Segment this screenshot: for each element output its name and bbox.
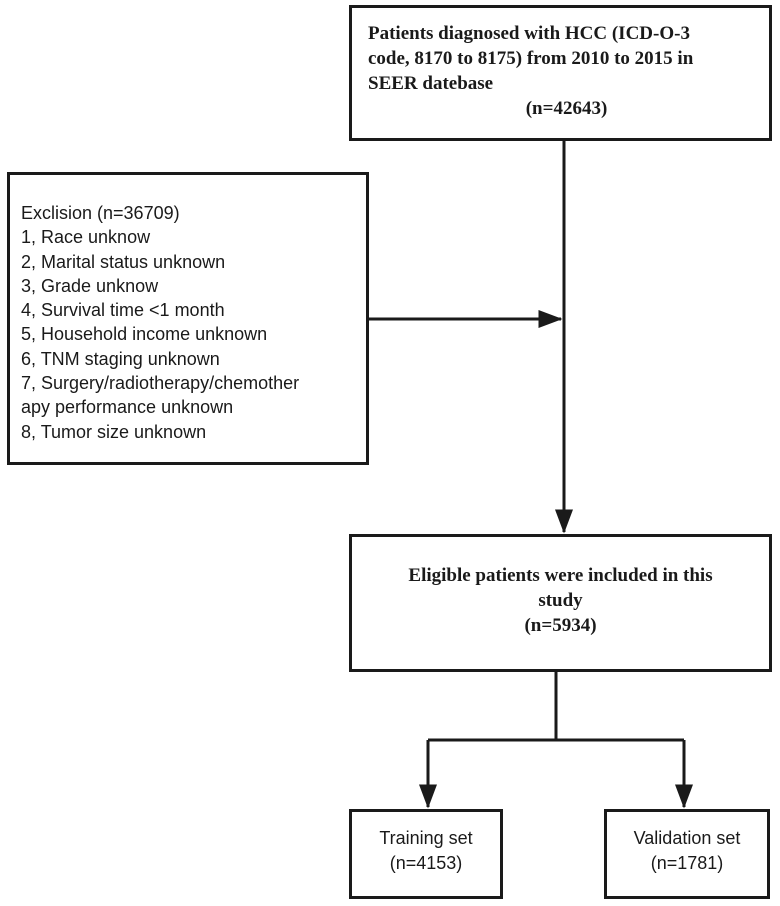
eligible-text-line: Eligible patients were included in this bbox=[408, 565, 713, 586]
training-label: Training set bbox=[379, 828, 473, 848]
exclusion-item: 1, Race unknow bbox=[21, 227, 151, 248]
source-text-line: Patients diagnosed with HCC (ICD-O-3 bbox=[368, 23, 690, 44]
training-count: (n=4153) bbox=[389, 853, 463, 873]
exclusion-item: 7, Surgery/radiotherapy/chemother bbox=[21, 373, 300, 394]
exclusion-item: 5, Household income unknown bbox=[21, 324, 268, 345]
source-text-line: code, 8170 to 8175) from 2010 to 2015 in bbox=[368, 48, 694, 69]
exclusion-item: 3, Grade unknow bbox=[21, 275, 159, 296]
source-text-line: SEER datebase bbox=[368, 73, 494, 94]
validation-label: Validation set bbox=[633, 828, 741, 848]
exclusion-item: 2, Marital status unknown bbox=[21, 251, 226, 272]
validation-count: (n=1781) bbox=[650, 853, 724, 873]
exclusion-item: 6, TNM staging unknown bbox=[21, 348, 220, 369]
exclusion-item: 4, Survival time <1 month bbox=[21, 300, 225, 321]
exclusion-title: Exclision (n=36709) bbox=[21, 203, 180, 223]
eligible-count: (n=5934) bbox=[524, 615, 597, 636]
source-population-box: Patients diagnosed with HCC (ICD-O-3 cod… bbox=[349, 5, 772, 141]
eligible-patients-box: Eligible patients were included in this … bbox=[349, 534, 772, 672]
exclusion-item: 8, Tumor size unknown bbox=[21, 421, 207, 442]
validation-set-box: Validation set (n=1781) bbox=[604, 809, 770, 899]
eligible-text-line: study bbox=[538, 590, 583, 611]
exclusion-box: Exclision (n=36709) 1, Race unknow 2, Ma… bbox=[7, 172, 369, 465]
source-count: (n=42643) bbox=[525, 98, 608, 119]
training-set-box: Training set (n=4153) bbox=[349, 809, 503, 899]
exclusion-item: apy performance unknown bbox=[21, 397, 234, 418]
